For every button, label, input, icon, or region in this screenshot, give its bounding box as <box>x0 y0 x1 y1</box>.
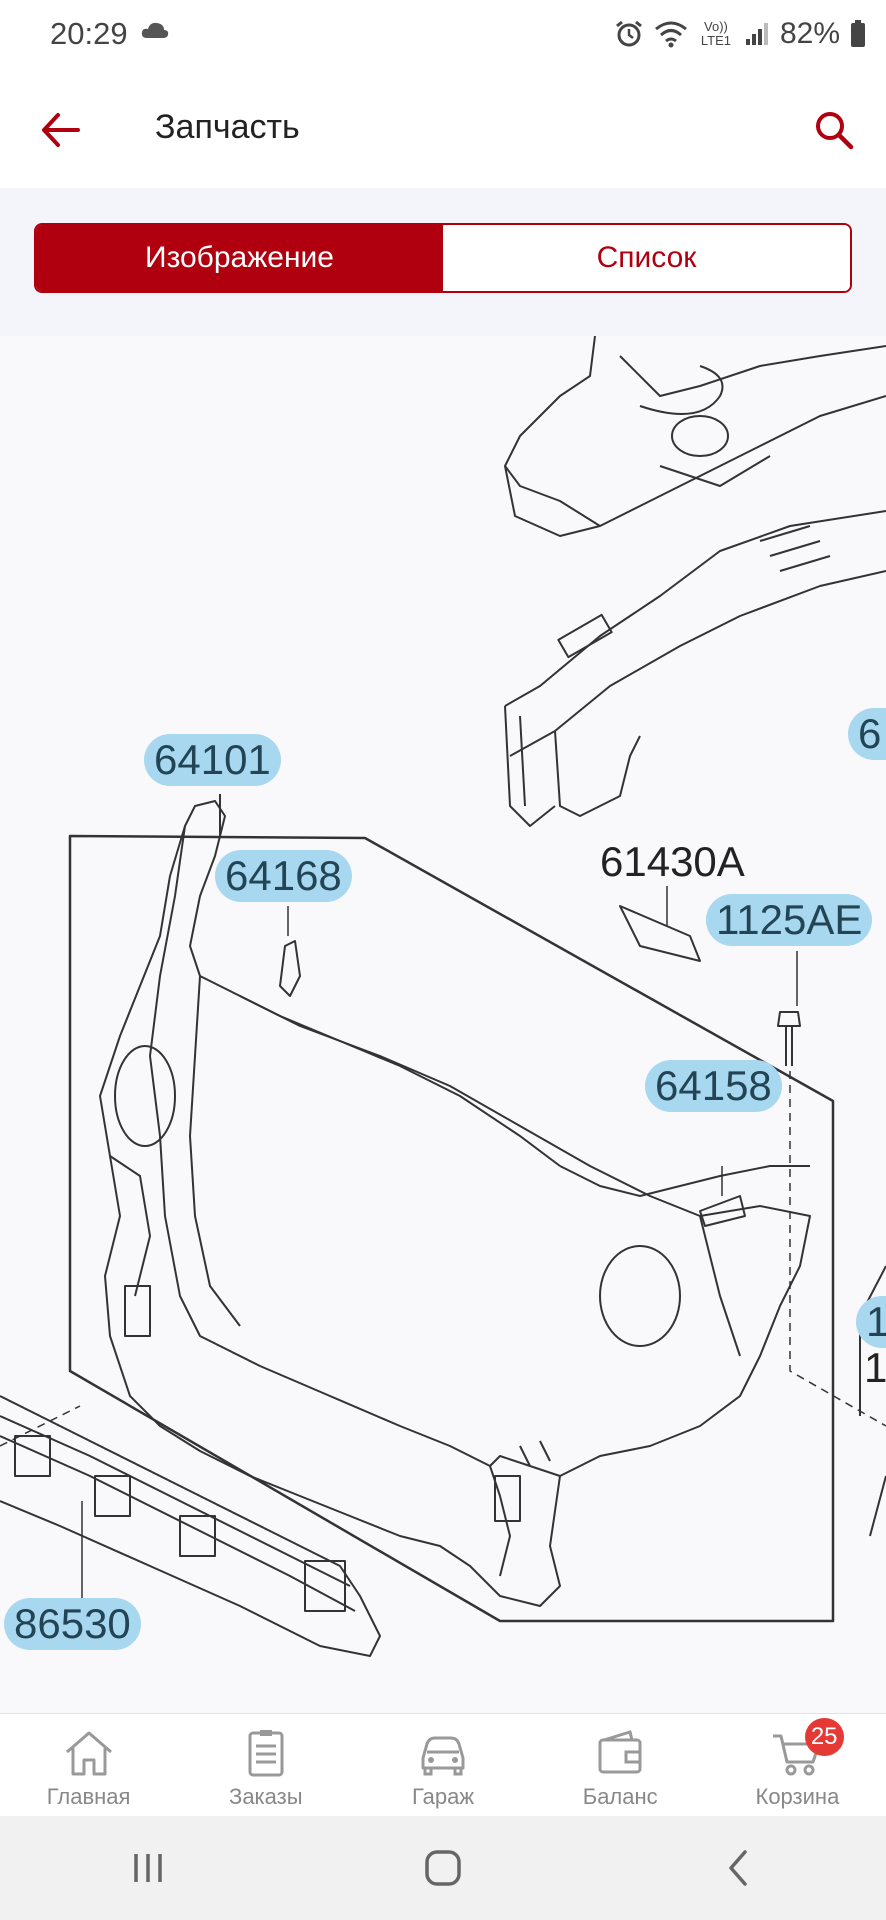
nav-cart-label: Корзина <box>755 1784 840 1809</box>
orders-icon <box>248 1730 284 1777</box>
recent-apps-icon <box>133 1854 162 1882</box>
tab-list[interactable]: Список <box>443 225 850 291</box>
nav-orders[interactable]: Заказы <box>177 1714 354 1816</box>
search-icon <box>816 112 854 150</box>
battery-percent: 82% <box>779 17 840 50</box>
nav-home-label: Главная <box>46 1784 131 1809</box>
car-icon <box>421 1736 465 1776</box>
system-navigation-bar <box>0 1816 886 1920</box>
nav-orders-label: Заказы <box>229 1784 303 1809</box>
chevron-left-icon <box>729 1850 748 1886</box>
parts-drawing <box>0 336 886 1657</box>
parts-diagram[interactable]: 64101 64168 61430A 1125AE 64158 86530 6 … <box>0 336 886 1713</box>
page-title: Запчасть <box>155 108 300 146</box>
nav-balance[interactable]: Баланс <box>532 1714 709 1816</box>
bottom-navigation: Главная Заказы Гараж Баланс <box>0 1713 886 1816</box>
wifi-icon <box>655 21 687 48</box>
status-icons: Vo)) LTE1 82% <box>614 14 866 54</box>
status-bar: 20:29 Vo)) LTE1 82% <box>0 0 886 70</box>
alarm-icon <box>616 20 642 47</box>
cart-count-badge: 25 <box>804 1718 844 1756</box>
nav-home[interactable]: Главная <box>0 1714 177 1816</box>
tab-image[interactable]: Изображение <box>36 225 443 291</box>
label-partial-1: 1 <box>864 1344 886 1391</box>
system-back-button[interactable] <box>698 1838 778 1898</box>
app-bar: Запчасть <box>0 70 886 188</box>
battery-icon <box>851 20 865 47</box>
callout-64158[interactable]: 64158 <box>645 1060 782 1112</box>
wallet-icon <box>598 1730 642 1774</box>
network-type: Vo)) LTE1 <box>700 19 731 48</box>
callout-1125AE[interactable]: 1125AE <box>706 894 873 946</box>
callout-86530[interactable]: 86530 <box>4 1598 141 1650</box>
cloud-icon <box>141 22 169 38</box>
search-button[interactable] <box>806 102 862 158</box>
signal-icon <box>745 23 768 45</box>
home-circle-icon <box>425 1850 461 1886</box>
nav-garage-label: Гараж <box>411 1784 475 1809</box>
back-button[interactable] <box>34 104 86 156</box>
nav-balance-label: Баланс <box>582 1784 658 1809</box>
recent-apps-button[interactable] <box>108 1838 188 1898</box>
view-mode-switch: Изображение Список <box>34 223 852 293</box>
home-icon <box>65 1731 112 1776</box>
nav-garage[interactable]: Гараж <box>354 1714 531 1816</box>
callout-partial-6[interactable]: 6 <box>848 708 886 760</box>
label-61430A[interactable]: 61430A <box>600 838 745 885</box>
callout-64168[interactable]: 64168 <box>215 850 352 902</box>
nav-cart[interactable]: Корзина 25 <box>709 1714 886 1816</box>
home-system-button[interactable] <box>403 1838 483 1898</box>
status-time: 20:29 <box>50 16 128 51</box>
arrow-left-icon <box>42 113 80 147</box>
callout-64101[interactable]: 64101 <box>144 734 281 786</box>
view-mode-area: Изображение Список <box>0 188 886 336</box>
